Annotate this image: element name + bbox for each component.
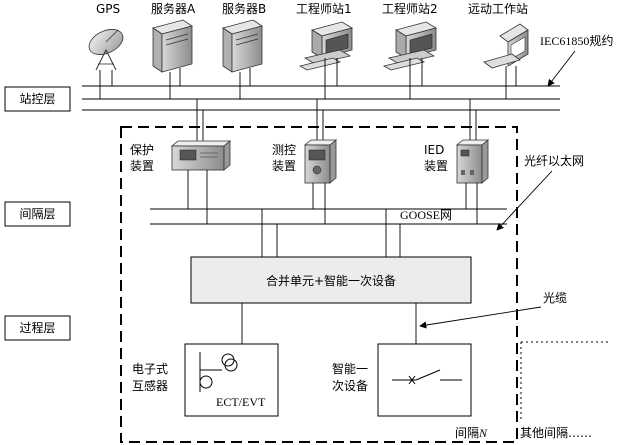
- server-a-label: 服务器A: [151, 1, 196, 16]
- process-layer-box: [4, 315, 71, 341]
- server-b-label: 服务器B: [222, 1, 266, 16]
- fiber-ethernet-arrow: [496, 170, 553, 231]
- ect-label-1: 电子式: [132, 362, 168, 376]
- workstation-1-icon: [298, 21, 354, 71]
- bay-layer-box: [4, 201, 71, 227]
- bay-uplinks: [196, 99, 477, 145]
- bay-n-boundary: [120, 126, 518, 443]
- iec61850-arrow: [547, 50, 576, 87]
- other-bays-label: 其他间隔……: [520, 426, 592, 440]
- gps-dish-icon: [88, 29, 124, 71]
- station-device-drops: [99, 58, 517, 99]
- smart-label-1: 智能一: [332, 361, 368, 376]
- gps-label: GPS: [96, 2, 120, 16]
- remote-station-label: 远动工作站: [468, 2, 528, 16]
- workstation-2-icon: [382, 21, 438, 71]
- measure-label-1: 测控: [272, 143, 296, 157]
- station-layer-label: 站控层: [19, 92, 55, 106]
- server-b-icon: [222, 19, 263, 73]
- measure-label-2: 装置: [272, 159, 296, 173]
- ied-label-2: 装置: [424, 159, 448, 173]
- ect-label-2: 互感器: [132, 378, 168, 393]
- eng-station-1-label: 工程师站1: [296, 1, 352, 16]
- fiber-ethernet-label: 光纤以太网: [524, 153, 584, 168]
- process-layer-label: 过程层: [19, 320, 55, 335]
- protection-label-1: 保护: [130, 143, 154, 157]
- goose-device-drops: [187, 170, 478, 224]
- goose-label: GOOSE网: [400, 208, 452, 222]
- measure-device-icon: [303, 139, 338, 184]
- eng-station-2-label: 工程师站2: [382, 1, 438, 16]
- protection-label-2: 装置: [130, 159, 154, 173]
- server-a-icon: [152, 19, 193, 73]
- merging-unit-label: 合并单元+智能一次设备: [266, 273, 396, 288]
- station-layer-box: [4, 86, 71, 112]
- iec61850-label: IEC61850规约: [540, 33, 613, 48]
- merging-unit-box: [190, 256, 472, 304]
- ect-evt-label: ECT/EVT: [216, 395, 266, 409]
- optical-cable-label: 光缆: [543, 291, 567, 305]
- ied-device-icon: [455, 139, 490, 184]
- protection-device-icon: [170, 140, 232, 171]
- transformer-symbol-icon: [199, 352, 238, 392]
- switch-symbol-icon: [392, 369, 462, 385]
- ied-label-1: IED: [424, 143, 444, 157]
- optical-cable-arrow: [419, 306, 542, 329]
- goose-to-merging-links: [261, 209, 401, 257]
- bay-layer-label: 间隔层: [19, 207, 55, 221]
- smart-label-2: 次设备: [332, 379, 368, 393]
- remote-workstation-icon: [483, 23, 529, 69]
- bay-label: 间隔N: [455, 426, 488, 440]
